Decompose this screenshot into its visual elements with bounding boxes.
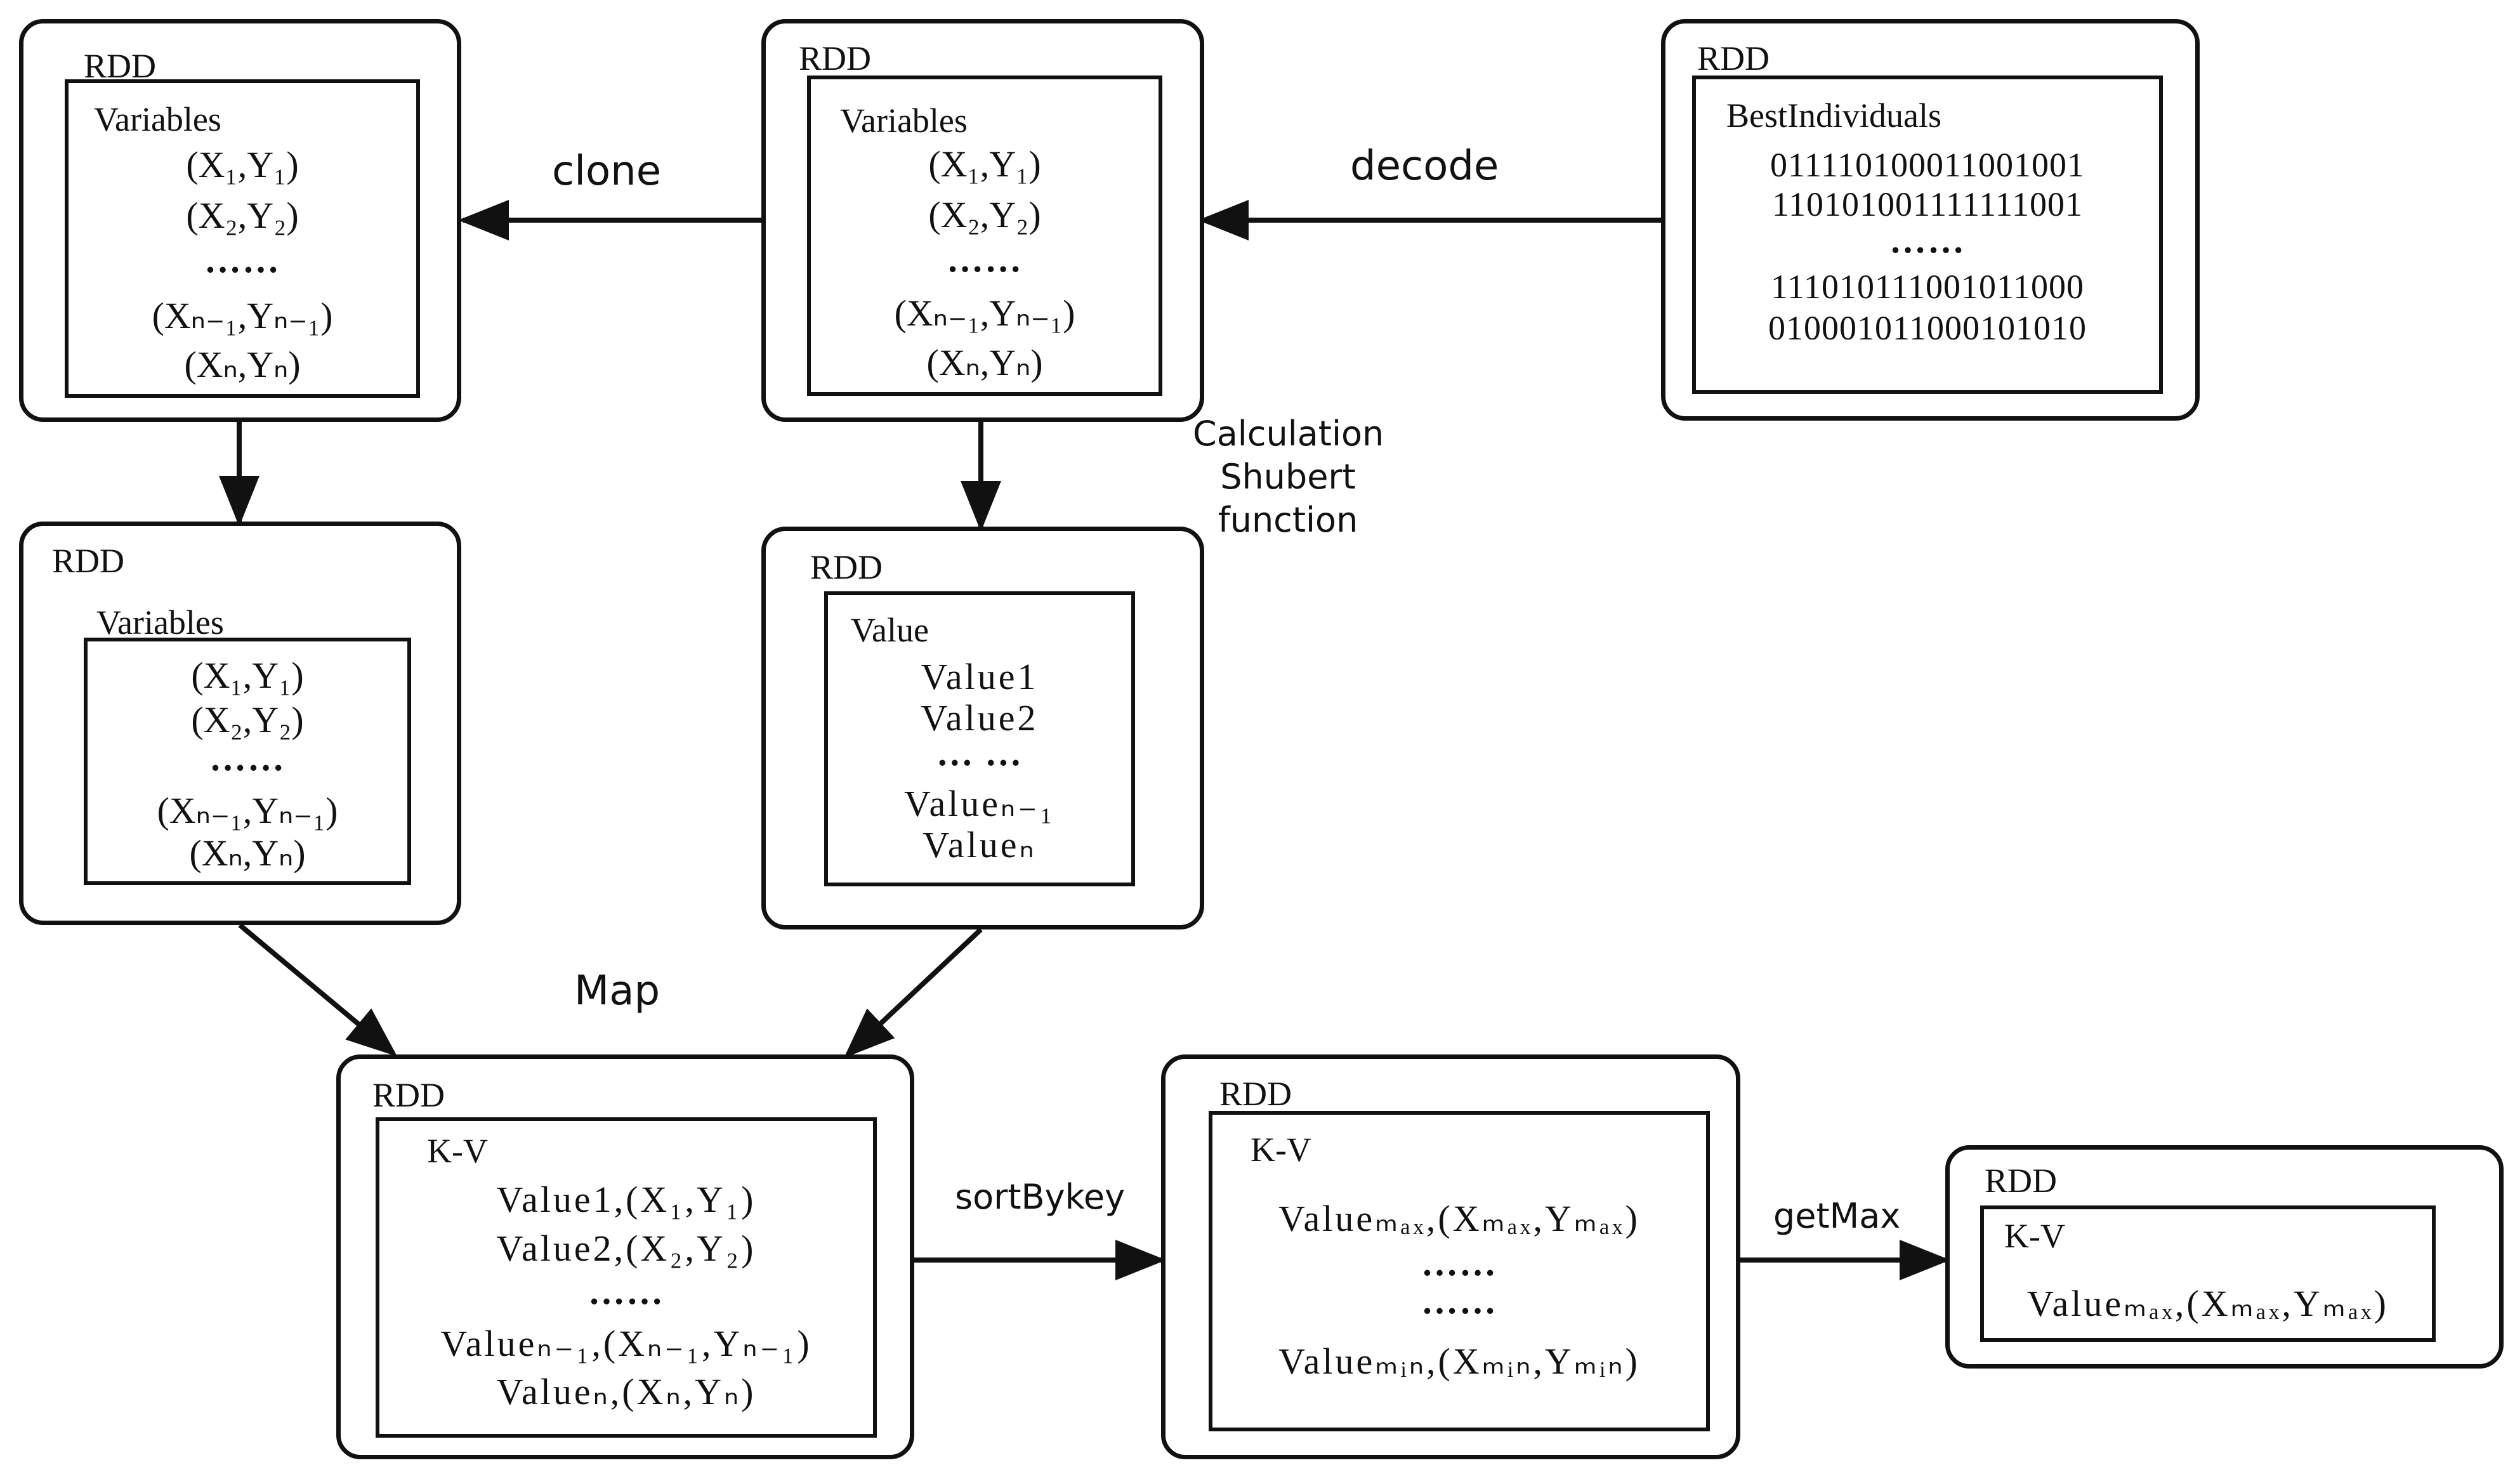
rdd-label: RDD — [1219, 1075, 1292, 1113]
kv-line: Valueₙ,(Xₙ,Yₙ) — [496, 1371, 756, 1412]
rdd-node-kv-sorted: RDD K-V Valueₘₐₓ,(Xₘₐₓ,Yₘₐₓ) …… …… Value… — [1161, 1054, 1740, 1459]
variable-line: (X₂,Y₂) — [186, 195, 299, 236]
inner-title: Variables — [94, 100, 221, 138]
variable-line: (Xₙ₋₁,Yₙ₋₁) — [152, 295, 333, 336]
rdd-node-best-individuals: RDD BestIndividuals 011110100011001001 1… — [1661, 19, 2200, 421]
inner-title: Value — [851, 611, 929, 649]
bitstring-line: 110101001111111001 — [1772, 185, 2083, 223]
kv-line: Value2,(X₂,Y₂) — [496, 1228, 756, 1269]
variable-line: (X₂,Y₂) — [191, 699, 304, 740]
inner-title: BestIndividuals — [1726, 96, 1941, 135]
edge-label-clone: clone — [552, 148, 662, 195]
edge-map-right — [844, 928, 983, 1058]
edge-label-sortbykey: sortBykey — [955, 1177, 1126, 1217]
edge-label-decode: decode — [1350, 143, 1499, 190]
inner-box-kv: K-V Valueₘₐₓ,(Xₘₐₓ,Yₘₐₓ) — [1980, 1205, 2436, 1342]
ellipsis-line: …… — [588, 1271, 664, 1312]
edge-map-left — [238, 923, 398, 1057]
bitstring-line: 011110100011001001 — [1770, 146, 2085, 184]
rdd-label: RDD — [372, 1076, 445, 1114]
inner-title: Variables — [840, 102, 968, 140]
ellipsis-line: …… — [1889, 220, 1966, 261]
rdd-label: RDD — [810, 548, 883, 586]
variable-line: (Xₙ,Yₙ) — [189, 832, 306, 874]
inner-box-variables: (X₁,Y₁) (X₂,Y₂) …… (Xₙ₋₁,Yₙ₋₁) (Xₙ,Yₙ) — [84, 638, 411, 885]
rdd-node-clone-target: RDD Variables (X₁,Y₁) (X₂,Y₂) …… (Xₙ₋₁,Y… — [19, 19, 461, 422]
rdd-node-value: RDD Value Value1 Value2 … … Valueₙ₋₁ Val… — [761, 527, 1204, 929]
rdd-node-variables-source: RDD Variables (X₁,Y₁) (X₂,Y₂) …… (Xₙ₋₁,Y… — [761, 19, 1204, 422]
rdd-node-kv-max: RDD K-V Valueₘₐₓ,(Xₘₐₓ,Yₘₐₓ) — [1945, 1145, 2504, 1369]
variable-line: (X₁,Y₁) — [186, 144, 299, 185]
variable-line: (Xₙ,Yₙ) — [184, 344, 301, 385]
variable-line: (Xₙ₋₁,Yₙ₋₁) — [894, 292, 1075, 334]
value-line: Valueₙ₋₁ — [903, 783, 1055, 824]
rdd-label: RDD — [84, 47, 157, 85]
inner-title: Variables — [96, 603, 224, 641]
edge-label-map: Map — [574, 968, 660, 1015]
rdd-label: RDD — [52, 542, 125, 580]
variable-line: (Xₙ₋₁,Yₙ₋₁) — [157, 790, 338, 831]
edge-label-getmax: getMax — [1773, 1196, 1901, 1236]
kv-line: Valueₘᵢₙ,(Xₘᵢₙ,Yₘᵢₙ) — [1278, 1341, 1640, 1382]
ellipsis-line: …… — [204, 239, 280, 280]
edge-label-calculation: Calculation Shubert function — [1193, 412, 1384, 542]
variable-line: (X₂,Y₂) — [928, 194, 1041, 235]
ellipsis-line: …… — [1421, 1242, 1497, 1284]
value-line: Value2 — [921, 697, 1039, 739]
rdd-node-kv-map: RDD K-V Value1,(X₁,Y₁) Value2,(X₂,Y₂) ……… — [336, 1054, 914, 1459]
calc-line: Shubert — [1220, 457, 1356, 497]
value-line: Valueₙ — [923, 824, 1037, 865]
rdd-label: RDD — [799, 39, 872, 77]
value-line: Value1 — [921, 656, 1039, 697]
inner-box-variables: Variables (X₁,Y₁) (X₂,Y₂) …… (Xₙ₋₁,Yₙ₋₁)… — [807, 76, 1162, 396]
inner-title: K-V — [1251, 1131, 1311, 1169]
variable-line: (X₁,Y₁) — [928, 143, 1041, 185]
kv-line: Valueₘₐₓ,(Xₘₐₓ,Yₘₐₓ) — [2027, 1283, 2389, 1324]
inner-box-best-individuals: BestIndividuals 011110100011001001 11010… — [1692, 76, 2163, 394]
ellipsis-line: …… — [209, 737, 286, 778]
rdd-node-variables-mid: RDD Variables (X₁,Y₁) (X₂,Y₂) …… (Xₙ₋₁,Y… — [19, 522, 461, 925]
kv-line: Value1,(X₁,Y₁) — [496, 1179, 756, 1220]
rdd-label: RDD — [1697, 39, 1770, 77]
calc-line: function — [1218, 500, 1358, 540]
variable-line: (Xₙ,Yₙ) — [926, 342, 1043, 383]
inner-box-variables: Variables (X₁,Y₁) (X₂,Y₂) …… (Xₙ₋₁,Yₙ₋₁)… — [65, 79, 420, 398]
kv-line: Valueₙ₋₁,(Xₙ₋₁,Yₙ₋₁) — [440, 1323, 812, 1364]
inner-box-value: Value Value1 Value2 … … Valueₙ₋₁ Valueₙ — [824, 591, 1135, 886]
variable-line: (X₁,Y₁) — [191, 655, 304, 696]
inner-box-kv: K-V Valueₘₐₓ,(Xₘₐₓ,Yₘₐₓ) …… …… Valueₘᵢₙ,… — [1209, 1111, 1710, 1431]
inner-box-kv: K-V Value1,(X₁,Y₁) Value2,(X₂,Y₂) …… Val… — [376, 1117, 877, 1438]
bitstring-line: 010001011000101010 — [1768, 309, 2087, 347]
ellipsis-line: … … — [936, 732, 1023, 773]
inner-title: K-V — [2004, 1217, 2065, 1255]
ellipsis-line: …… — [947, 239, 1023, 280]
rdd-label: RDD — [1985, 1162, 2058, 1200]
ellipsis-line: …… — [1421, 1280, 1497, 1322]
inner-title: K-V — [427, 1132, 488, 1170]
kv-line: Valueₘₐₓ,(Xₘₐₓ,Yₘₐₓ) — [1278, 1198, 1640, 1239]
bitstring-line: 111010111001011000 — [1771, 268, 2084, 306]
calc-line: Calculation — [1193, 414, 1384, 454]
